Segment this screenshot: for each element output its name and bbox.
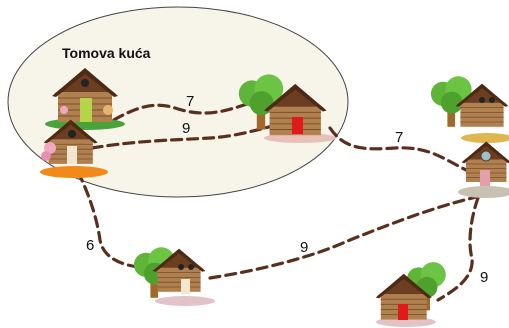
road-redhouse-to-east bbox=[328, 126, 472, 174]
road-south-to-east bbox=[208, 193, 487, 280]
house-red-door bbox=[238, 74, 336, 143]
road-label-a: 7 bbox=[186, 93, 194, 110]
road-label-f: 9 bbox=[480, 269, 488, 286]
road-pinkhouse-to-south bbox=[76, 170, 157, 270]
road-label-d: 6 bbox=[86, 237, 94, 254]
tomova-kuca-region bbox=[7, 6, 349, 198]
house-south bbox=[133, 247, 215, 306]
region-title: Tomova kuća bbox=[62, 45, 151, 61]
house-bottom-right bbox=[375, 262, 446, 327]
house-pink bbox=[40, 119, 108, 178]
road-east-to-bottomright bbox=[436, 196, 480, 302]
house-east bbox=[458, 141, 509, 198]
road-label-b: 9 bbox=[182, 120, 190, 137]
road-label-c: 7 bbox=[395, 129, 403, 146]
road-tom-to-redhouse-top bbox=[98, 98, 260, 130]
road-label-e: 9 bbox=[300, 239, 308, 256]
house-east-top bbox=[430, 76, 509, 143]
